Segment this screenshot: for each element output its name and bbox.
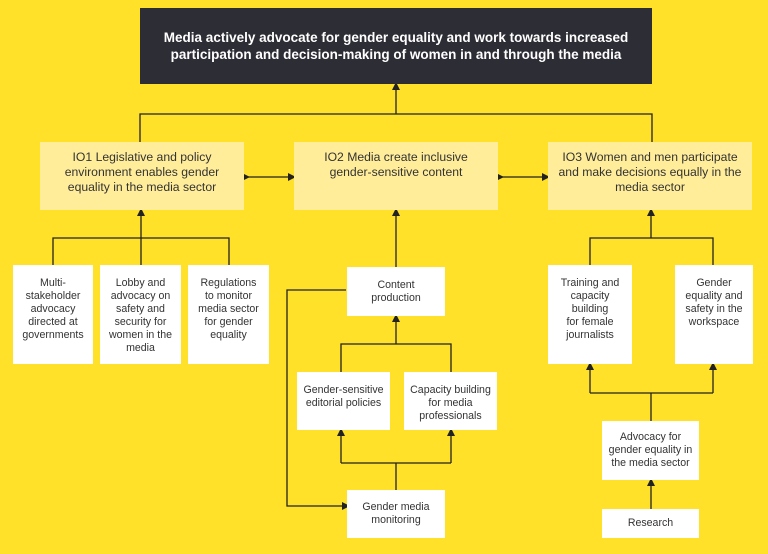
outcome-io3: IO3 Women and men participate and make d… — [548, 142, 752, 210]
output-text: Multi- stakeholder advocacy directed at … — [22, 277, 84, 341]
monitoring-bracket — [341, 462, 451, 490]
output-text: Advocacy for gender equality in the medi… — [608, 431, 693, 469]
advocacy-bracket — [590, 392, 713, 421]
goal-box: Media actively advocate for gender equal… — [140, 8, 652, 84]
output-content-production: Content production — [347, 267, 445, 316]
output-multistakeholder-advocacy: Multi- stakeholder advocacy directed at … — [13, 265, 93, 364]
output-advocacy: Advocacy for gender equality in the medi… — [602, 421, 699, 480]
output-text: Training and capacity building for femal… — [560, 277, 620, 341]
output-text: Gender media monitoring — [362, 501, 430, 526]
output-lobby-advocacy: Lobby and advocacy on safety and securit… — [100, 265, 181, 364]
output-text: Regulations to monitor media sector for … — [198, 277, 259, 341]
output-text: Gender equality and safety in the worksp… — [685, 277, 743, 328]
output-text: Lobby and advocacy on safety and securit… — [108, 277, 172, 354]
outcome-io2: IO2 Media create inclusive gender-sensit… — [294, 142, 498, 210]
output-text: Research — [627, 517, 674, 529]
goal-text: Media actively advocate for gender equal… — [163, 30, 629, 62]
outcome-io3-label: IO3 Women and men participate and make d… — [558, 150, 742, 194]
output-capacity-building: Capacity building for media professional… — [404, 372, 497, 430]
output-editorial-policies: Gender-sensitive editorial policies — [297, 372, 390, 430]
io3-outputs-bracket — [589, 237, 714, 265]
output-text: Content production — [371, 279, 421, 304]
output-text: Capacity building for media professional… — [410, 384, 491, 422]
output-text: Gender-sensitive editorial policies — [303, 384, 384, 409]
output-training-capacity: Training and capacity building for femal… — [548, 265, 632, 364]
output-gender-media-monitoring: Gender media monitoring — [347, 490, 445, 538]
outcomes-to-goal-connector — [139, 113, 653, 142]
monitoring-loop — [286, 289, 350, 510]
io1-outputs-bracket — [52, 237, 230, 265]
output-research: Research — [602, 509, 699, 538]
outcome-io1: IO1 Legislative and policy environment e… — [40, 142, 244, 210]
output-regulations: Regulations to monitor media sector for … — [188, 265, 269, 364]
outcome-io2-label: IO2 Media create inclusive gender-sensit… — [324, 150, 468, 179]
outcome-io1-label: IO1 Legislative and policy environment e… — [64, 150, 220, 194]
io2-inputs-bracket — [340, 343, 452, 372]
output-workplace-equality: Gender equality and safety in the worksp… — [675, 265, 753, 364]
